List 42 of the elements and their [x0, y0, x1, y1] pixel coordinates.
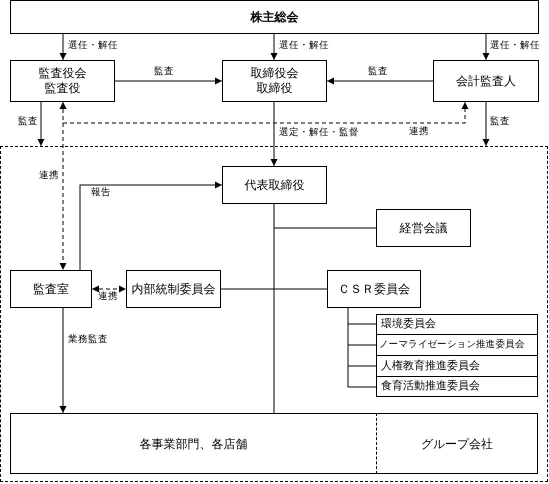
org-box: 株主総会 — [10, 0, 539, 34]
edge-label: 連携 — [38, 171, 60, 180]
committee-row: 人権教育推進委員会 — [376, 356, 538, 377]
edge-label: 選任・解任 — [489, 41, 541, 50]
org-box: ＣＳＲ委員会 — [327, 270, 421, 308]
arrow — [60, 34, 66, 60]
edge-label: 連携 — [97, 292, 119, 302]
org-box: 内部統制委員会 — [126, 270, 221, 308]
edge-label: 監査 — [153, 67, 175, 76]
edge-label: 報告 — [90, 188, 112, 198]
org-box: 監査役会 監査役 — [10, 60, 115, 102]
org-box: 取締役会 取締役 — [222, 60, 327, 102]
arrow — [270, 102, 278, 166]
edge-label: 監査 — [367, 67, 389, 76]
arrow — [114, 78, 222, 84]
arrow — [60, 102, 66, 270]
edge-label: 選任・解任 — [67, 41, 119, 50]
arrow — [482, 34, 490, 60]
org-box: 各事業部門、各店舗 — [10, 413, 376, 474]
org-box: 経営会議 — [376, 209, 471, 247]
org-box: 会計監査人 — [433, 60, 539, 102]
arrow — [482, 102, 490, 146]
connector-line — [348, 308, 376, 388]
org-box: 代表取締役 — [222, 166, 327, 204]
arrow — [270, 34, 278, 60]
committee-row: ノーマライゼーション推進委員会 — [376, 335, 538, 356]
edge-label: 監査 — [489, 117, 511, 126]
edge-label: 連携 — [408, 127, 430, 136]
edge-label: 監査 — [17, 117, 39, 126]
edge-label: 選任・解任 — [278, 41, 330, 50]
arrow — [38, 102, 44, 146]
committee-row: 環境委員会 — [376, 314, 538, 335]
org-box: グループ会社 — [376, 413, 538, 474]
arrow — [80, 182, 222, 270]
dashed-group-frame — [0, 146, 548, 482]
org-box: 監査室 — [10, 270, 92, 308]
edge-label: 業務監査 — [67, 335, 109, 344]
edge-label: 選定・解任・監督 — [278, 128, 360, 138]
arrow — [92, 286, 126, 292]
committee-row: 食育活動推進委員会 — [376, 377, 538, 397]
arrow — [60, 308, 66, 414]
arrow — [326, 78, 434, 84]
